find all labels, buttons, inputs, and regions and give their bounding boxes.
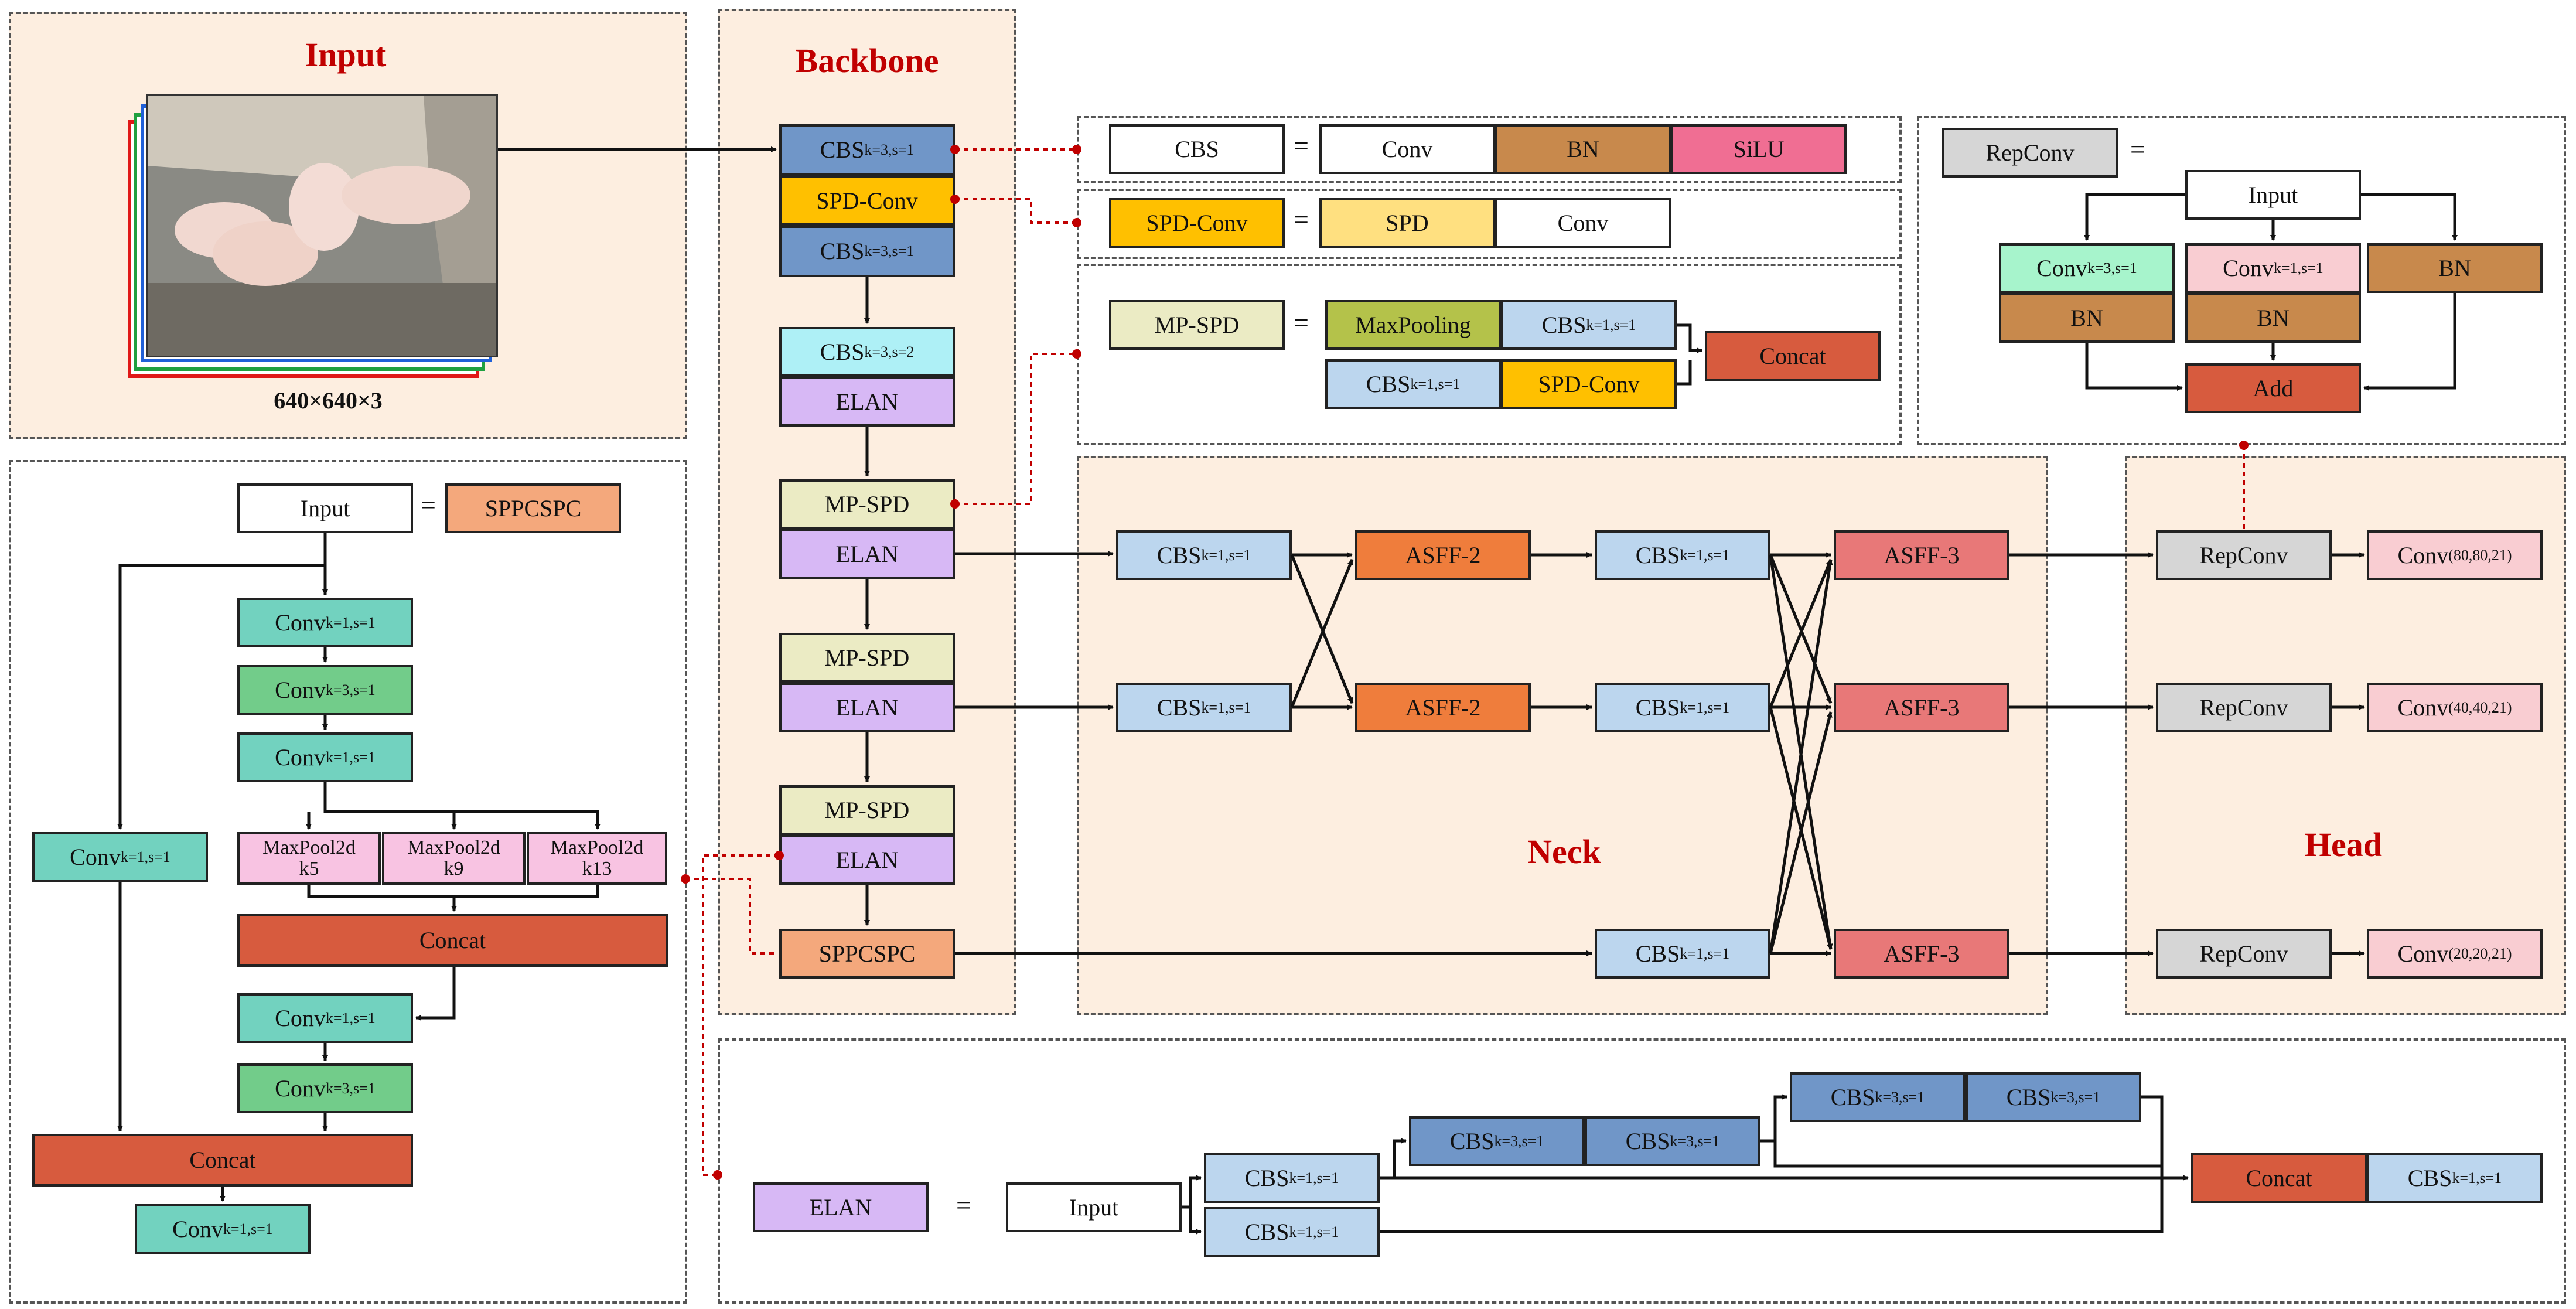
legend-mpspd-spdconv: SPD-Conv: [1501, 359, 1677, 409]
eq-2: =: [1294, 204, 1309, 234]
legend-bn: BN: [1495, 124, 1671, 174]
legend-mpspd: MP-SPD: [1109, 300, 1285, 350]
spp-input: Input: [237, 483, 413, 533]
head-conv-1: Conv(80,80,21): [2367, 530, 2543, 580]
bb-sppcspc: SPPCSPC: [779, 929, 955, 979]
head-conv-2: Conv(40,40,21): [2367, 683, 2543, 732]
spp-sppcspc: SPPCSPC: [445, 483, 621, 533]
elan-concat: Concat: [2191, 1153, 2367, 1203]
legend-conv: Conv: [1319, 124, 1495, 174]
bb-mpspd-1: MP-SPD: [779, 479, 955, 529]
bb-elan-3: ELAN: [779, 683, 955, 732]
bb-mpspd-2: MP-SPD: [779, 633, 955, 683]
spp-concat-1: Concat: [237, 914, 668, 967]
legend-mpspd-concat: Concat: [1705, 331, 1881, 381]
neck-asff3-1: ASFF-3: [1834, 530, 2009, 580]
backbone-title: Backbone: [795, 42, 939, 80]
legend-rep-input: Input: [2185, 170, 2361, 220]
legend-rep-bn-c: BN: [2367, 243, 2543, 293]
legend-spd-conv: Conv: [1495, 198, 1671, 248]
eq-3: =: [1294, 308, 1309, 338]
legend-repconv: RepConv: [1942, 128, 2118, 178]
bb-elan-2: ELAN: [779, 529, 955, 579]
legend-spdconv: SPD-Conv: [1109, 198, 1285, 248]
head-repconv-1: RepConv: [2156, 530, 2332, 580]
legend-silu: SiLU: [1671, 124, 1847, 174]
bb-elan-1: ELAN: [779, 377, 955, 427]
neck-asff2-2: ASFF-2: [1355, 683, 1531, 732]
input-title: Input: [305, 36, 387, 74]
eq-4: =: [2130, 134, 2145, 164]
eq-1: =: [1294, 131, 1309, 161]
neck-asff2-1: ASFF-2: [1355, 530, 1531, 580]
eq-6: =: [956, 1190, 971, 1220]
elan-input: Input: [1006, 1182, 1182, 1232]
eq-5: =: [421, 490, 436, 520]
legend-cbs: CBS: [1109, 124, 1285, 174]
legend-rep-bn-a: BN: [1999, 293, 2175, 343]
head-repconv-2: RepConv: [2156, 683, 2332, 732]
head-conv-3: Conv(20,20,21): [2367, 929, 2543, 979]
neck-asff3-3: ASFF-3: [1834, 929, 2009, 979]
legend-rep-bn-b: BN: [2185, 293, 2361, 343]
head-repconv-3: RepConv: [2156, 929, 2332, 979]
bb-elan-4: ELAN: [779, 835, 955, 885]
pig-photo: [146, 94, 498, 357]
legend-rep-add: Add: [2185, 363, 2361, 413]
spp-concat-2: Concat: [32, 1134, 413, 1187]
bb-spdconv: SPD-Conv: [779, 176, 955, 226]
legend-spd: SPD: [1319, 198, 1495, 248]
elan-legend: ELAN: [753, 1182, 929, 1232]
legend-maxpooling: MaxPooling: [1325, 300, 1501, 350]
head-title: Head: [2304, 826, 2383, 864]
input-size-label: 640×640×3: [274, 387, 383, 414]
neck-asff3-2: ASFF-3: [1834, 683, 2009, 732]
bb-mpspd-3: MP-SPD: [779, 785, 955, 835]
neck-title: Neck: [1527, 833, 1601, 871]
